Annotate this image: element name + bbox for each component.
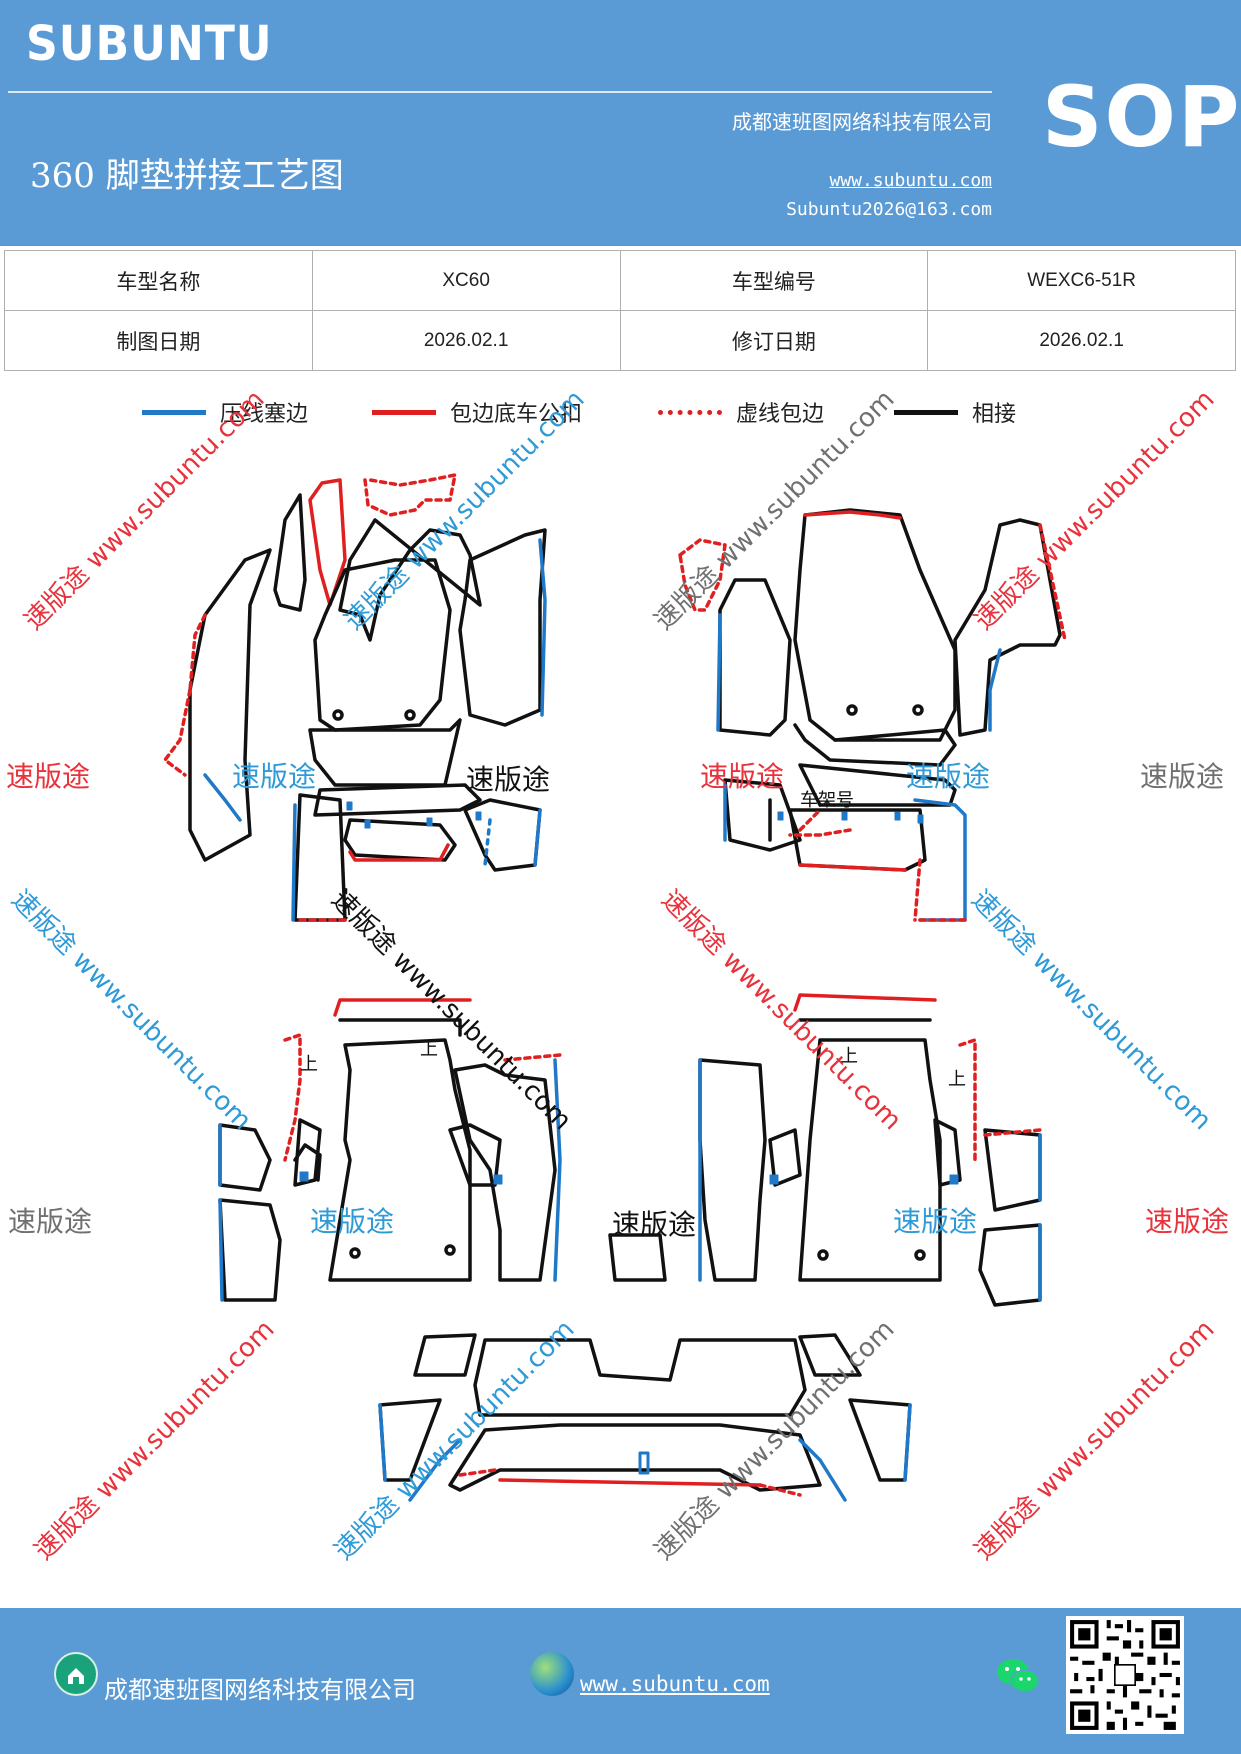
watermark-text: 速版途 <box>310 1205 395 1238</box>
vehicle-info-table: 车型名称 XC60 车型编号 WEXC6-51R 制图日期 2026.02.1 … <box>4 250 1236 371</box>
legend-label: 包边底车公扣 <box>450 402 583 427</box>
mat-layout-trunk <box>378 1333 912 1502</box>
floor-mat-diagram: 车架号 上 上 <box>163 473 1067 1502</box>
black-line-swatch <box>894 409 958 415</box>
legend: 压线塞边 包边底车公扣 虚线包边 相接 <box>0 396 1241 436</box>
mat-layout-rear-right <box>698 993 1042 1307</box>
watermark-text: 速版途 <box>1145 1205 1230 1238</box>
company-name: 成都速班图网络科技有限公司 <box>732 110 992 134</box>
header-banner: SUBUNTU SOP 成都速班图网络科技有限公司 360 脚垫拼接工艺图 ww… <box>0 0 1241 246</box>
footer-website-link[interactable]: www.subuntu.com <box>580 1672 770 1696</box>
up-marker-right-2: 上 <box>948 1069 966 1090</box>
model-name-label: 车型名称 <box>4 250 313 311</box>
brand-logo: SUBUNTU <box>26 16 273 72</box>
revision-date-value: 2026.02.1 <box>927 310 1236 371</box>
revision-date-label: 修订日期 <box>619 310 929 371</box>
header-divider <box>8 91 992 93</box>
model-name-value: XC60 <box>311 250 621 311</box>
legend-label: 压线塞边 <box>220 402 309 427</box>
wechat-icon <box>997 1659 1040 1693</box>
up-marker-right-1: 上 <box>840 1046 858 1067</box>
drawing-date-label: 制图日期 <box>4 310 313 371</box>
mat-layout-rear-left <box>218 998 667 1302</box>
chassis-number-label: 车架号 <box>800 790 854 811</box>
drawing-date-value: 2026.02.1 <box>311 310 621 371</box>
legend-label: 虚线包边 <box>736 402 825 427</box>
model-code-value: WEXC6-51R <box>927 250 1236 311</box>
website-link[interactable]: www.subuntu.com <box>829 170 992 191</box>
watermark-text: 速版途 <box>6 760 91 793</box>
legend-item-join: 相接 <box>894 396 1016 428</box>
red-dotted-swatch <box>658 409 722 415</box>
legend-item-red-edge: 包边底车公扣 <box>372 396 582 428</box>
legend-item-press-line: 压线塞边 <box>142 396 308 428</box>
mat-layout-front-left <box>163 473 547 922</box>
watermark-text: 速版途 <box>8 1205 93 1238</box>
legend-item-dotted-edge: 虚线包边 <box>658 396 824 428</box>
red-line-swatch <box>372 409 436 415</box>
table-row: 制图日期 2026.02.1 修订日期 2026.02.1 <box>4 310 1236 371</box>
watermark-text: 速版途 <box>232 760 317 793</box>
model-code-label: 车型编号 <box>619 250 929 311</box>
watermark-text: 速版途 <box>1140 760 1225 793</box>
email-address: Subuntu2026@163.com <box>786 199 992 220</box>
qr-code <box>1066 1616 1184 1734</box>
watermark-text: 速版途 <box>466 763 551 796</box>
watermark-text: 速版途 <box>893 1205 978 1238</box>
globe-icon <box>530 1652 574 1696</box>
watermark-text: 速版途 <box>906 760 991 793</box>
footer-banner: 成都速班图网络科技有限公司 www.subuntu.com <box>0 1608 1241 1754</box>
up-marker-left: 上 <box>300 1054 318 1075</box>
mat-layout-front-right <box>678 508 1067 922</box>
watermark-text: 速版途 <box>612 1208 697 1241</box>
watermark-text: 速版途 <box>700 760 785 793</box>
home-icon <box>54 1652 98 1696</box>
table-row: 车型名称 XC60 车型编号 WEXC6-51R <box>4 250 1236 311</box>
page-title: 360 脚垫拼接工艺图 <box>30 156 344 196</box>
blue-line-swatch <box>142 409 206 415</box>
sop-label: SOP <box>1042 68 1241 166</box>
footer-company-name: 成都速班图网络科技有限公司 <box>104 1676 416 1704</box>
legend-label: 相接 <box>972 402 1017 427</box>
up-marker-center: 上 <box>420 1039 438 1060</box>
